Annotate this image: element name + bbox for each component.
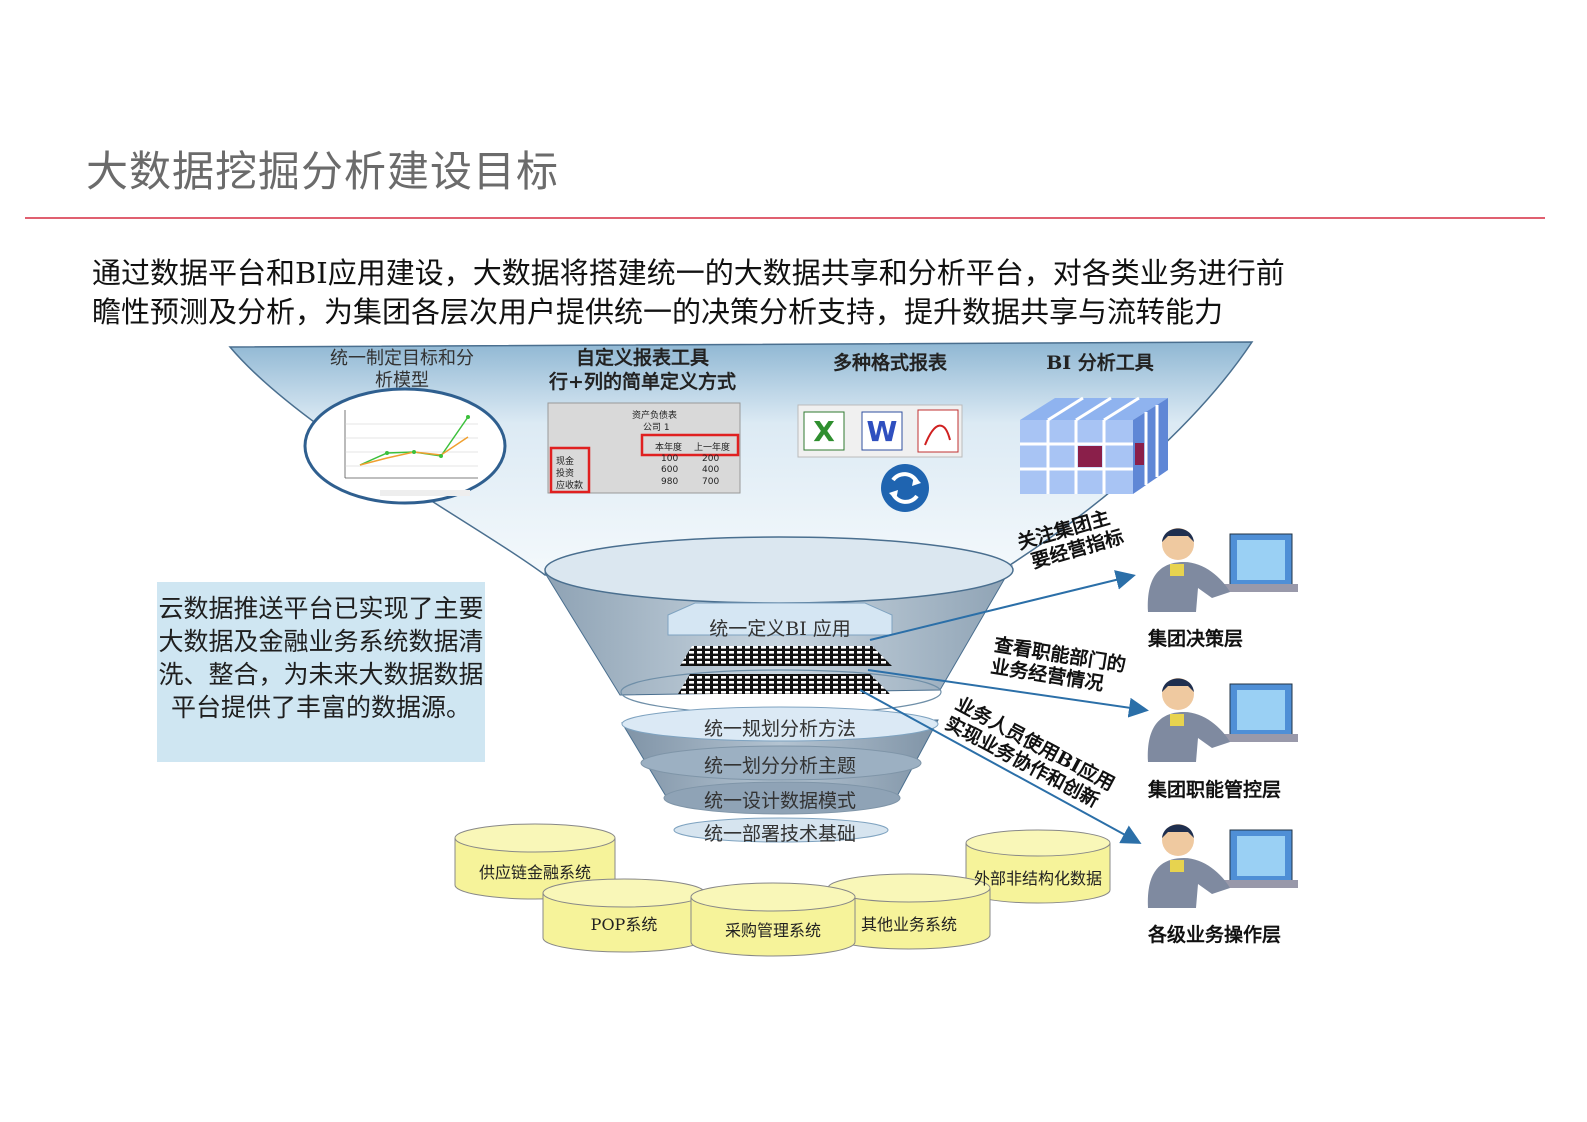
source-supply: 供应链金融系统 [478,863,591,882]
cone-rim [544,536,1014,604]
grid-plate-1 [680,646,892,666]
report-company: 公司 1 [643,423,670,433]
user-decision-icon [1147,528,1298,612]
role-decision: 集团决策层 [1148,628,1244,650]
report-caption-line1: 自定义报表工具 [575,347,709,369]
excel-icon: X [803,411,845,451]
bi-caption: BI 分析工具 [1046,352,1154,374]
model-caption-line1: 统一制定目标和分 [330,348,474,369]
title-divider [25,217,1545,219]
intro-line-1: 通过数据平台和BI应用建设，大数据将搭建统一的大数据共享和分析平台，对各类业务进… [92,256,1285,290]
report-col-1: 本年度 [655,443,683,453]
layer-method: 统一规划分析方法 [703,718,856,740]
db-pop-icon [542,878,706,953]
model-caption: 统一制定目标和分 析模型 [312,348,492,392]
db-purchase-icon [690,882,856,957]
report-cell: 980 [661,477,679,487]
role-operation: 各级业务操作层 [1148,924,1282,946]
report-caption-line2: 行+列的简单定义方式 [549,371,736,393]
formats-caption: 多种格式报表 [832,352,947,374]
bi-app-plate [667,602,893,636]
source-pop: POP系统 [590,915,658,934]
db-other-icon [827,873,991,950]
report-cell: 700 [702,477,720,487]
report-row-label: 现金 [556,457,575,467]
grid-plate-2 [678,674,890,694]
band-method [621,706,939,742]
user-operation-icon [1147,824,1298,908]
svg-text:X: X [813,415,835,448]
pdf-icon [917,409,959,453]
report-caption: 自定义报表工具 行+列的简单定义方式 [520,346,765,394]
report-title: 资产负债表 [632,411,678,421]
intro-line-2: 瞻性预测及分析，为集团各层次用户提供统一的决策分析支持，提升数据共享与流转能力 [92,295,1224,329]
report-cell: 100 [661,454,679,464]
band-topic [640,745,922,781]
report-cell: 600 [661,465,679,475]
source-other: 其他业务系统 [860,915,957,934]
note-box: 云数据推送平台已实现了主要大数据及金融业务系统数据清洗、整合，为未来大数据数据平… [157,582,485,762]
arrow-decision [869,570,1136,641]
report-cell: 400 [702,465,720,475]
report-row-label: 应收款 [556,481,584,491]
report-row-label: 投资 [556,469,575,479]
source-purchase: 采购管理系统 [724,921,821,940]
bi-cube-icon [1020,396,1168,494]
report-col-2: 上一年度 [694,443,731,453]
layer-deploy: 统一部署技术基础 [703,823,856,845]
refresh-icon [881,464,929,512]
db-external-icon [965,829,1111,904]
layer-model: 统一设计数据模式 [703,790,856,812]
layer-bi-app: 统一定义BI 应用 [709,618,851,640]
page-title: 大数据挖掘分析建设目标 [86,147,560,196]
user-function-icon [1147,678,1298,762]
model-caption-line2: 析模型 [375,370,429,391]
arrow-function [867,669,1149,718]
band-model [663,781,901,815]
arrow-operation [859,689,1142,844]
mini-line-chart [344,410,478,496]
band-deploy [673,817,889,843]
chart-ellipse [303,387,507,505]
source-external: 外部非结构化数据 [973,869,1102,888]
layer-topic: 统一划分分析主题 [703,755,856,777]
word-icon: W [861,411,903,451]
svg-text:W: W [867,415,898,448]
role-function: 集团职能管控层 [1148,779,1282,801]
report-cell: 200 [702,454,720,464]
